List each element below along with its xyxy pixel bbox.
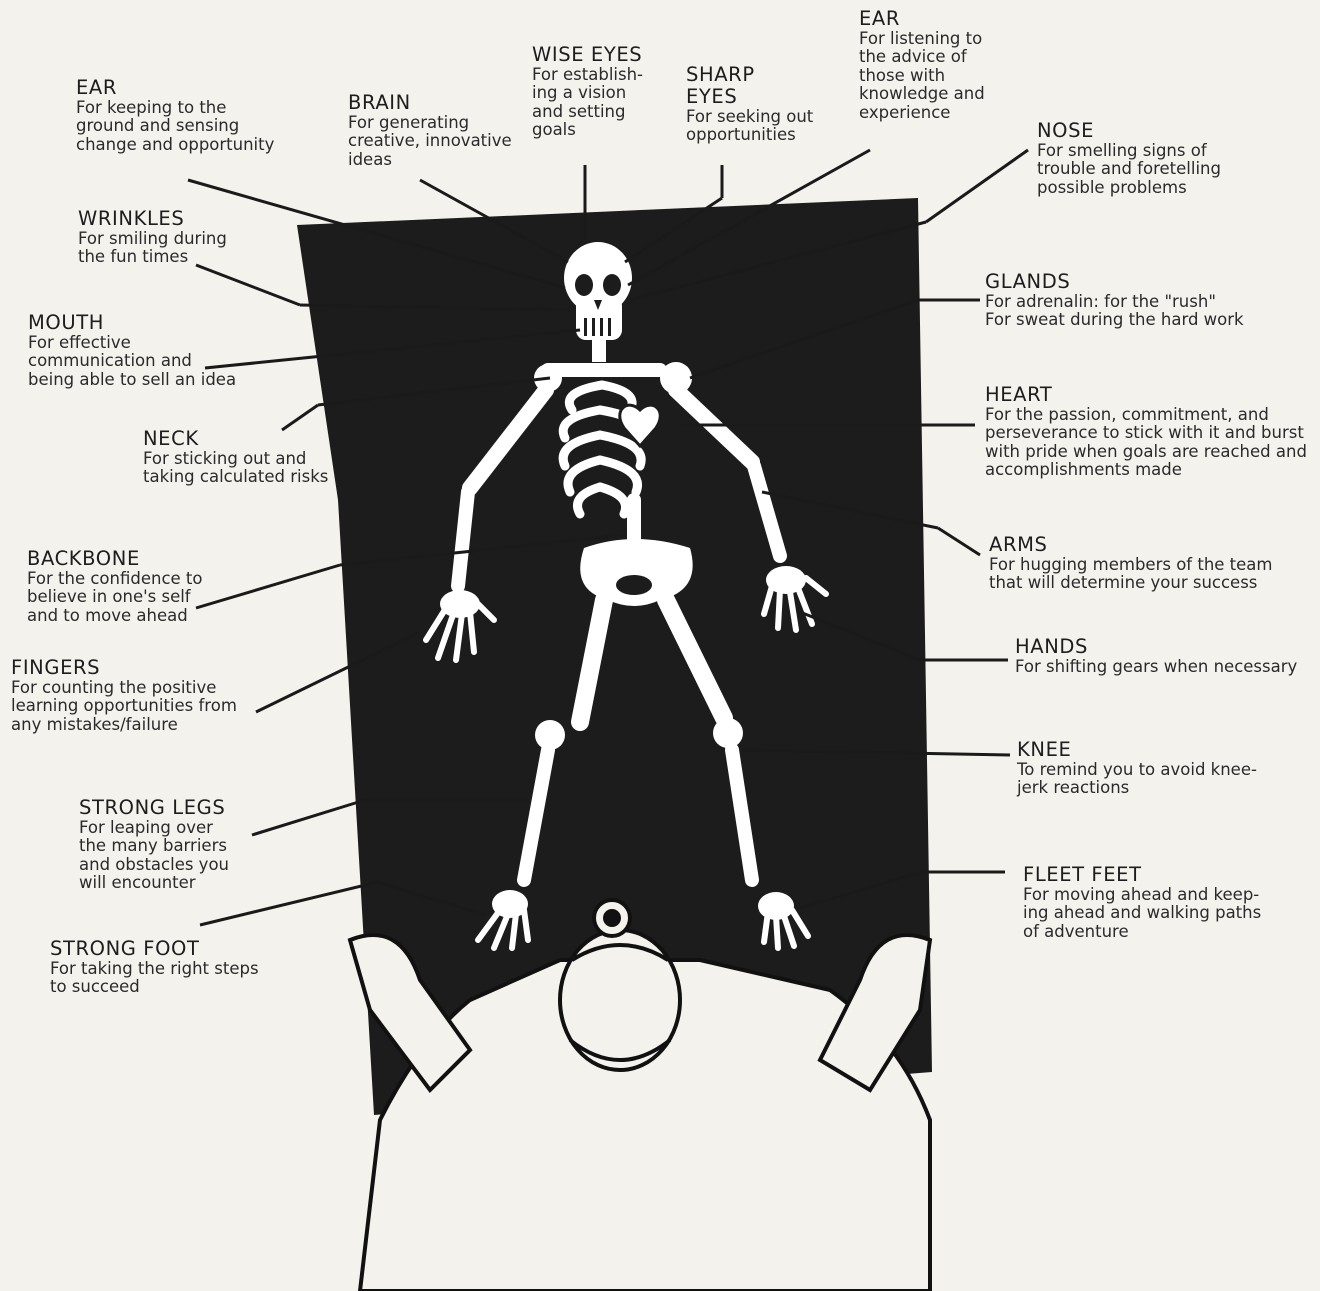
label-description: For hugging members of the team that wil… <box>989 556 1272 593</box>
label-glands: GLANDS For adrenalin: for the "rush" For… <box>985 271 1244 330</box>
label-description: For keeping to the ground and sensing ch… <box>76 99 274 154</box>
label-title: FLEET FEET <box>1023 864 1261 886</box>
label-description: For smelling signs of trouble and forete… <box>1037 142 1221 197</box>
label-title: BACKBONE <box>27 548 202 570</box>
label-brain: BRAIN For generating creative, innovativ… <box>348 92 512 169</box>
label-title: HEART <box>985 384 1307 406</box>
label-title: STRONG FOOT <box>50 938 259 960</box>
label-fleet-feet: FLEET FEET For moving ahead and keep- in… <box>1023 864 1261 941</box>
label-description: For generating creative, innovative idea… <box>348 114 512 169</box>
label-wise-eyes: WISE EYES For establish- ing a vision an… <box>532 44 643 140</box>
label-description: For taking the right steps to succeed <box>50 960 259 997</box>
label-knee: KNEE To remind you to avoid knee- jerk r… <box>1017 739 1257 798</box>
label-description: For listening to the advice of those wit… <box>859 30 985 122</box>
label-description: For establish- ing a vision and setting … <box>532 66 643 140</box>
label-strong-foot: STRONG FOOT For taking the right steps t… <box>50 938 259 997</box>
label-title: EAR <box>76 77 274 99</box>
label-description: To remind you to avoid knee- jerk reacti… <box>1017 761 1257 798</box>
label-hands: HANDS For shifting gears when necessary <box>1015 636 1297 676</box>
label-title: ARMS <box>989 534 1272 556</box>
label-description: For adrenalin: for the "rush" For sweat … <box>985 293 1244 330</box>
label-wrinkles: WRINKLES For smiling during the fun time… <box>78 208 227 267</box>
label-description: For counting the positive learning oppor… <box>11 679 237 734</box>
label-title: EAR <box>859 8 985 30</box>
label-title: MOUTH <box>28 312 236 334</box>
label-backbone: BACKBONE For the confidence to believe i… <box>27 548 202 625</box>
label-title: WRINKLES <box>78 208 227 230</box>
label-fingers: FINGERS For counting the positive learni… <box>11 657 237 734</box>
label-description: For seeking out opportunities <box>686 108 813 145</box>
label-title: FINGERS <box>11 657 237 679</box>
label-title: KNEE <box>1017 739 1257 761</box>
label-description: For leaping over the many barriers and o… <box>79 819 229 893</box>
label-description: For shifting gears when necessary <box>1015 658 1297 676</box>
label-description: For smiling during the fun times <box>78 230 227 267</box>
label-ear-left: EAR For keeping to the ground and sensin… <box>76 77 274 154</box>
label-title: STRONG LEGS <box>79 797 229 819</box>
label-title: GLANDS <box>985 271 1244 293</box>
label-description: For the confidence to believe in one's s… <box>27 570 202 625</box>
label-heart: HEART For the passion, commitment, and p… <box>985 384 1307 480</box>
label-title: SHARP EYES <box>686 64 813 108</box>
label-sharp-eyes: SHARP EYES For seeking out opportunities <box>686 64 813 145</box>
label-description: For effective communication and being ab… <box>28 334 236 389</box>
label-arms: ARMS For hugging members of the team tha… <box>989 534 1272 593</box>
label-mouth: MOUTH For effective communication and be… <box>28 312 236 389</box>
label-neck: NECK For sticking out and taking calcula… <box>143 428 328 487</box>
label-title: BRAIN <box>348 92 512 114</box>
label-title: WISE EYES <box>532 44 643 66</box>
label-title: HANDS <box>1015 636 1297 658</box>
label-ear-right: EAR For listening to the advice of those… <box>859 8 985 122</box>
label-description: For moving ahead and keep- ing ahead and… <box>1023 886 1261 941</box>
label-title: NECK <box>143 428 328 450</box>
label-description: For sticking out and taking calculated r… <box>143 450 328 487</box>
label-nose: NOSE For smelling signs of trouble and f… <box>1037 120 1221 197</box>
label-strong-legs: STRONG LEGS For leaping over the many ba… <box>79 797 229 893</box>
label-description: For the passion, commitment, and perseve… <box>985 406 1307 480</box>
label-title: NOSE <box>1037 120 1221 142</box>
